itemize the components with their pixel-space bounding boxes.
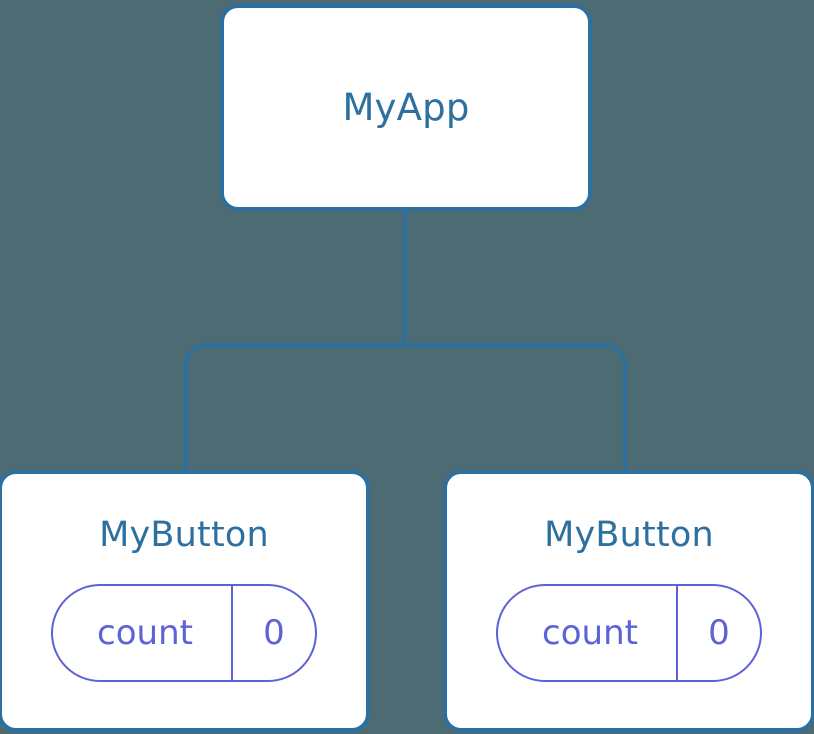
edge-branch-left — [184, 343, 405, 472]
state-key-left: count — [53, 586, 233, 680]
state-key-right: count — [498, 586, 678, 680]
state-value-right: 0 — [708, 613, 730, 653]
node-mybutton-right[interactable]: MyButton count 0 — [443, 470, 814, 732]
node-mybutton-left[interactable]: MyButton count 0 — [0, 470, 370, 732]
node-myapp[interactable]: MyApp — [220, 4, 592, 211]
node-mybutton-right-label: MyButton — [544, 515, 714, 555]
edge-branch-right — [405, 343, 627, 472]
state-value-left: 0 — [263, 613, 285, 653]
node-mybutton-left-label: MyButton — [99, 515, 269, 555]
node-myapp-label: MyApp — [342, 86, 470, 129]
state-badge-left[interactable]: count 0 — [51, 584, 317, 682]
state-badge-right[interactable]: count 0 — [496, 584, 762, 682]
